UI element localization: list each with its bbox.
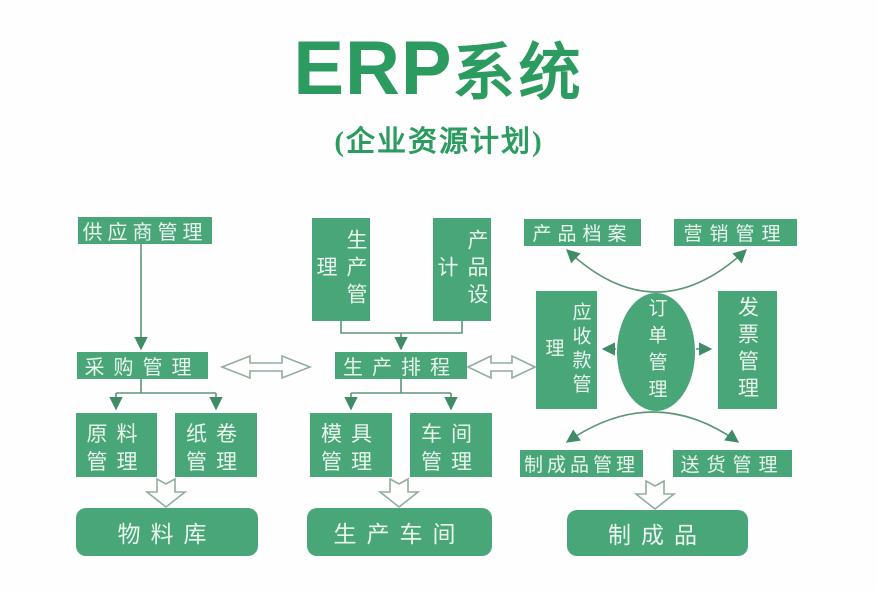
node-production-management: 生产管理	[312, 218, 370, 321]
node-paper-roll-management: 纸卷管理	[175, 413, 257, 477]
page-subtitle: (企业资源计划)	[334, 126, 544, 158]
arc-order-to-finished-and-delivery	[565, 411, 740, 443]
title-system: 系统	[452, 40, 585, 108]
node-workshop-management: 车间管理	[410, 413, 492, 477]
title-erp: ERP	[293, 26, 453, 111]
double-arrow-purchasing-scheduling	[219, 354, 313, 380]
node-supplier-management: 供应商管理	[78, 217, 212, 244]
node-delivery-management: 送货管理	[673, 450, 792, 477]
node-marketing-management: 营销管理	[674, 219, 797, 246]
block-arrow-to-material-store	[144, 477, 188, 509]
node-finished-products: 制成品	[567, 510, 748, 556]
node-mold-management: 模具管理	[310, 413, 392, 477]
node-material-warehouse: 物料库	[76, 508, 258, 556]
block-arrow-to-finished-goods	[633, 479, 677, 511]
node-raw-material-management: 原料管理	[76, 413, 157, 477]
double-arrow-scheduling-receivables	[466, 354, 537, 380]
connector-scheduling-fork	[351, 379, 451, 394]
node-finished-product-management: 制成品管理	[520, 450, 643, 477]
node-production-scheduling: 生产排程	[335, 352, 467, 379]
node-product-archive: 产品档案	[524, 219, 641, 246]
node-production-workshop: 生产车间	[307, 508, 492, 556]
connector-production-merge	[340, 321, 463, 334]
arc-order-to-archive-and-marketing	[566, 249, 747, 293]
node-invoice-management: 发票管理	[718, 291, 777, 409]
connector-purchasing-fork	[116, 379, 216, 394]
node-product-design: 产品设计	[433, 218, 491, 321]
page-title: ERP系统	[0, 22, 878, 112]
node-receivables-management: 应收款管理	[536, 291, 597, 409]
node-order-management: 订单管理	[617, 293, 695, 411]
block-arrow-to-production-workshop	[377, 477, 421, 509]
node-purchasing-management: 采购管理	[77, 352, 208, 379]
